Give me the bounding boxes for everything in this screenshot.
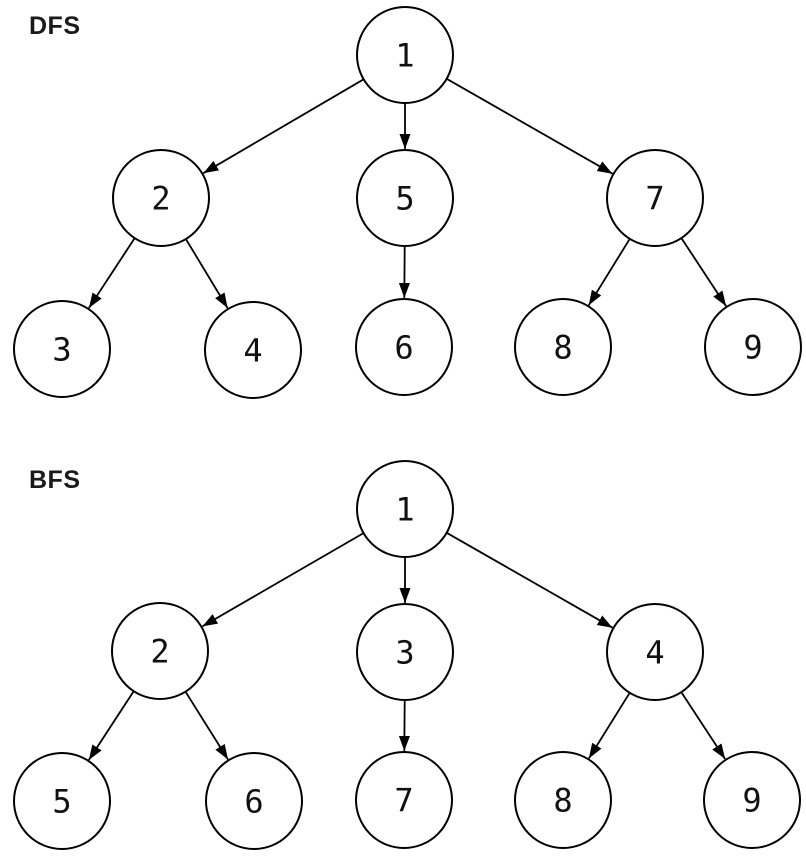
node-label-bfs-2: 2 [150, 632, 169, 670]
edge-dfs-n1-n2 [202, 78, 365, 174]
edge-bfs-n1-n2 [201, 532, 364, 628]
node-dfs-5 [356, 149, 454, 247]
node-bfs-4 [606, 603, 704, 701]
node-bfs-6 [205, 752, 303, 850]
node-bfs-5 [13, 752, 111, 850]
dfs-diagram-title: DFS [29, 12, 81, 40]
node-label-bfs-6: 6 [244, 782, 263, 820]
node-bfs-8 [514, 751, 612, 849]
node-label-dfs-9: 9 [743, 328, 762, 366]
node-dfs-8 [514, 298, 612, 396]
tree-dfs: 1 2 5 7 3 4 6 8 9 [13, 6, 802, 399]
node-label-dfs-1: 1 [395, 36, 414, 74]
node-label-dfs-8: 8 [553, 328, 572, 366]
node-bfs-7 [355, 751, 453, 849]
node-bfs-9 [703, 751, 801, 849]
edge-bfs-n2-n5 [88, 690, 135, 761]
edge-dfs-n2-n3 [88, 237, 136, 309]
node-label-dfs-6: 6 [394, 328, 413, 366]
node-dfs-2 [112, 149, 210, 247]
edge-dfs-n7-n8 [587, 238, 631, 306]
edge-bfs-n2-n6 [184, 691, 229, 760]
node-label-bfs-3: 3 [395, 633, 414, 671]
node-label-dfs-7: 7 [645, 179, 664, 217]
edge-dfs-n7-n9 [680, 237, 727, 307]
node-bfs-1 [356, 460, 454, 558]
node-dfs-1 [356, 6, 454, 104]
edge-dfs-n1-n7 [446, 78, 613, 175]
edge-bfs-n4-n8 [588, 692, 631, 759]
edge-bfs-n1-n4 [446, 532, 613, 629]
node-label-dfs-5: 5 [395, 179, 414, 217]
node-label-bfs-8: 8 [553, 781, 572, 819]
node-label-dfs-3: 3 [52, 330, 71, 368]
node-dfs-6 [355, 298, 453, 396]
node-label-dfs-4: 4 [243, 331, 262, 369]
node-label-dfs-2: 2 [151, 179, 170, 217]
node-bfs-3 [356, 603, 454, 701]
node-label-bfs-7: 7 [394, 781, 413, 819]
node-dfs-3 [13, 300, 111, 398]
node-label-bfs-4: 4 [645, 633, 664, 671]
node-dfs-7 [606, 149, 704, 247]
edge-dfs-n2-n4 [185, 238, 229, 309]
node-label-bfs-9: 9 [742, 781, 761, 819]
node-dfs-9 [704, 298, 802, 396]
node-label-bfs-1: 1 [395, 490, 414, 528]
node-dfs-4 [204, 301, 302, 399]
node-label-bfs-5: 5 [52, 782, 71, 820]
edge-bfs-n4-n9 [680, 691, 726, 760]
bfs-diagram-title: BFS [29, 466, 81, 494]
node-bfs-2 [111, 602, 209, 700]
tree-bfs: 1 2 3 4 5 6 7 8 9 [13, 460, 801, 850]
